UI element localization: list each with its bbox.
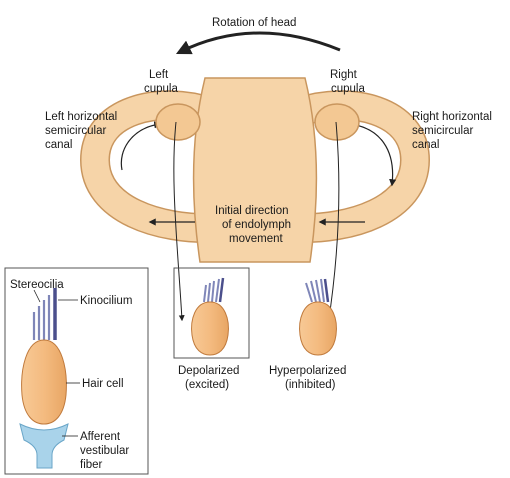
rotation-label: Rotation of head (212, 17, 296, 29)
depolarized-label-2: (excited) (185, 379, 229, 391)
left-horizontal-canal (79, 90, 230, 244)
right-cupula-label: Right (330, 69, 358, 81)
right-canal-label: Right horizontal (412, 111, 492, 123)
hair-cell-label: Hair cell (82, 378, 124, 390)
head-body (192, 77, 318, 263)
endolymph-label-2: of endolymph (222, 219, 291, 231)
left-canal-label-3: canal (45, 139, 73, 151)
detailed-hair-cell (19, 288, 69, 469)
endolymph-label: Initial direction (215, 205, 289, 217)
left-canal-label: Left horizontal (45, 111, 117, 123)
right-cupula-leader (325, 121, 340, 327)
afferent-fiber (19, 423, 69, 469)
hyperpolarized-label-2: (inhibited) (285, 379, 336, 391)
hyperpolarized-hair-cell (299, 278, 337, 356)
stereocilia-label: Stereocilia (10, 279, 64, 291)
stereocilia-leader (33, 289, 41, 303)
depolarized-hair-cell (191, 277, 229, 356)
left-cupula-leader (173, 121, 185, 322)
kinocilium-label: Kinocilium (80, 295, 132, 307)
inset-box (4, 267, 149, 475)
endolymph-label-3: movement (229, 233, 283, 245)
afferent-label-3: fiber (80, 459, 103, 471)
right-canal-flow-arrow (349, 123, 397, 187)
depolarized-box (173, 267, 250, 359)
rotation-arrow (175, 31, 341, 55)
left-cupula-label: Left (149, 69, 169, 81)
left-canal-flow-arrow (120, 121, 162, 171)
afferent-label: Afferent (80, 431, 121, 443)
right-cupula-label-2: cupula (331, 83, 365, 95)
right-canal-label-2: semicircular (412, 125, 474, 137)
right-canal-label-3: canal (412, 139, 440, 151)
depolarized-label: Depolarized (178, 365, 239, 377)
afferent-label-2: vestibular (80, 445, 129, 457)
left-cupula (155, 103, 201, 141)
left-cupula-label-2: cupula (144, 83, 178, 95)
hyperpolarized-label: Hyperpolarized (269, 365, 346, 377)
left-canal-label-2: semicircular (45, 125, 107, 137)
